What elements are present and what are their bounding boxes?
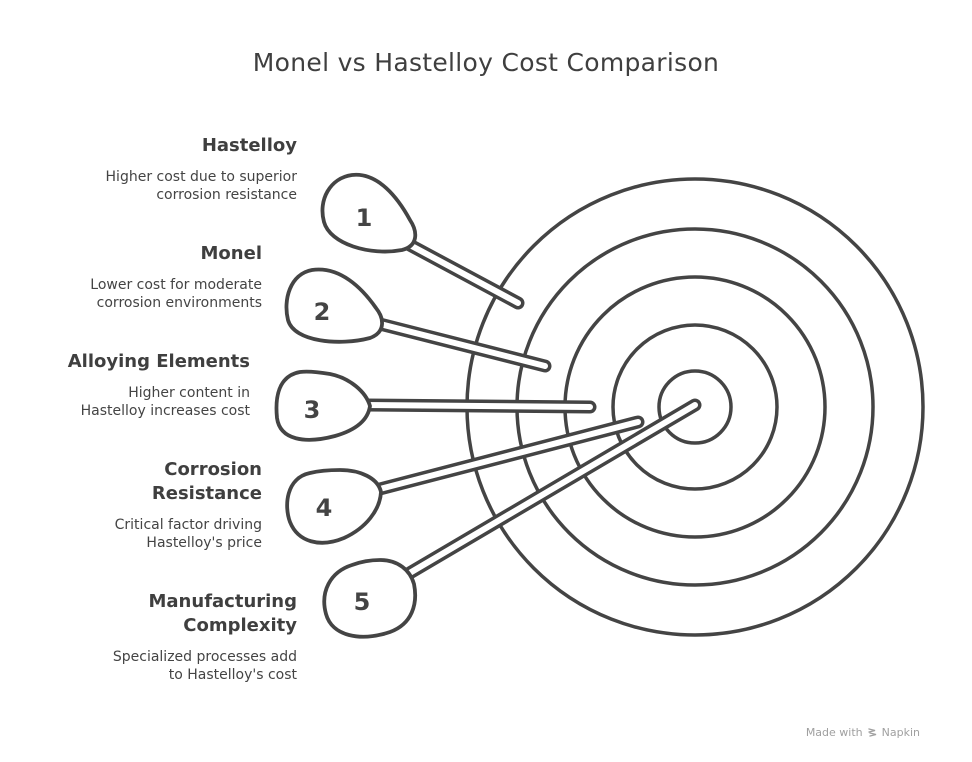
item-3-description: Higher content in Hastelloy increases co…: [80, 385, 250, 419]
dart-head-2: [284, 267, 384, 344]
item-5-description: Specialized processes add to Hastelloy's…: [112, 649, 297, 683]
dart-number-5: 5: [354, 588, 371, 616]
target-bullseye: [657, 369, 733, 445]
item-4-heading: Corrosion Resistance: [151, 459, 262, 504]
item-2-label: Monel Lower cost for moderate corrosion …: [90, 242, 262, 312]
dart-head-1: [320, 173, 418, 254]
diagram-title: Monel vs Hastelloy Cost Comparison: [252, 48, 720, 77]
item-1-description: Higher cost due to superior corrosion re…: [105, 169, 297, 203]
made-with-footer[interactable]: Made with Napkin: [806, 726, 920, 739]
item-3-heading: Alloying Elements: [67, 351, 250, 372]
dart-head-5: [322, 558, 418, 639]
dart-shafts: [357, 237, 702, 581]
dart-number-2: 2: [314, 298, 331, 326]
dart-number-1: 1: [356, 204, 373, 232]
item-2-description: Lower cost for moderate corrosion enviro…: [90, 277, 262, 311]
made-with-text: Made with: [805, 726, 863, 739]
item-5-label: Manufacturing Complexity Specialized pro…: [113, 590, 297, 684]
dart-head-3: [274, 369, 372, 442]
dart-head-4: [285, 468, 383, 545]
napkin-brand-text: Napkin: [881, 726, 920, 739]
dart-number-4: 4: [316, 494, 333, 522]
dart-number-3: 3: [304, 396, 321, 424]
item-1-heading: Hastelloy: [201, 135, 297, 156]
item-3-label: Alloying Elements Higher content in Hast…: [68, 350, 250, 420]
item-1-label: Hastelloy Higher cost due to superior co…: [106, 134, 297, 204]
item-5-heading: Manufacturing Complexity: [148, 591, 298, 636]
item-4-description: Critical factor driving Hastelloy's pric…: [114, 517, 262, 551]
item-2-heading: Monel: [200, 243, 262, 264]
item-4-label: Corrosion Resistance Critical factor dri…: [115, 458, 262, 552]
target-ring-4: [611, 323, 779, 491]
napkin-logo-icon: [867, 728, 876, 737]
